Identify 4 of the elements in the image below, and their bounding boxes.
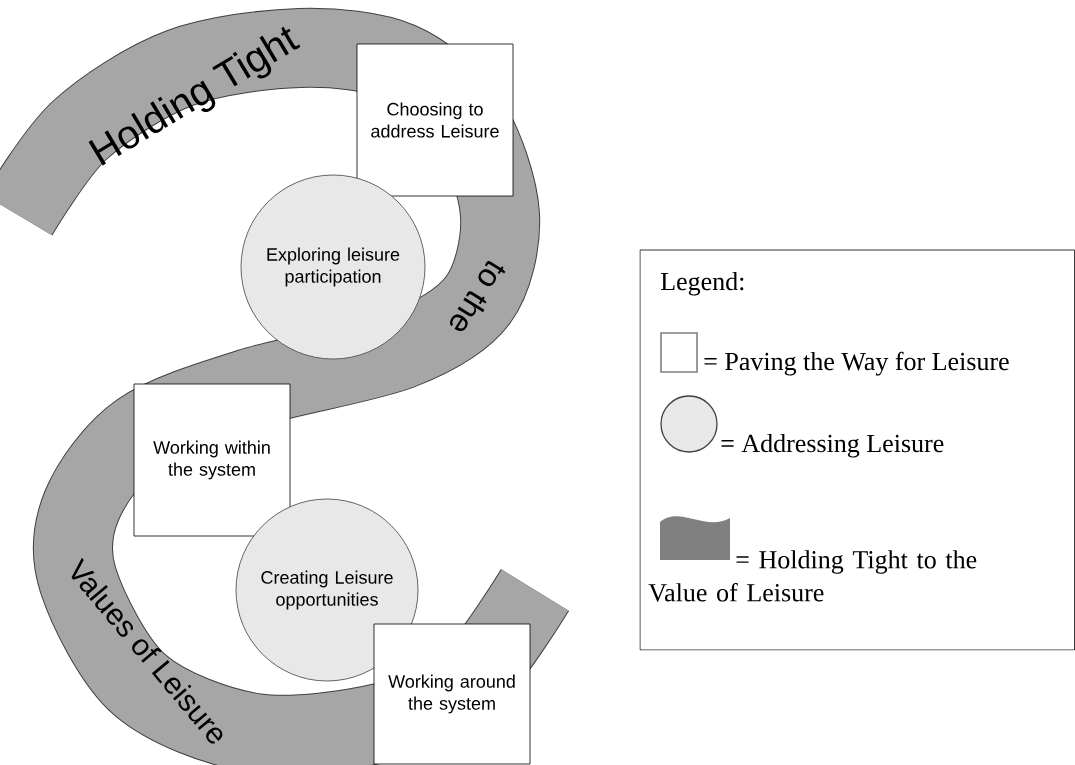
legend-text: = Holding Tight to the Value of Leisure: [648, 550, 977, 602]
legend-title: Legend:: [660, 271, 744, 296]
legend-text: = Paving the Way for Leisure: [704, 351, 1009, 376]
legend-text: = Addressing Leisure: [721, 433, 944, 458]
